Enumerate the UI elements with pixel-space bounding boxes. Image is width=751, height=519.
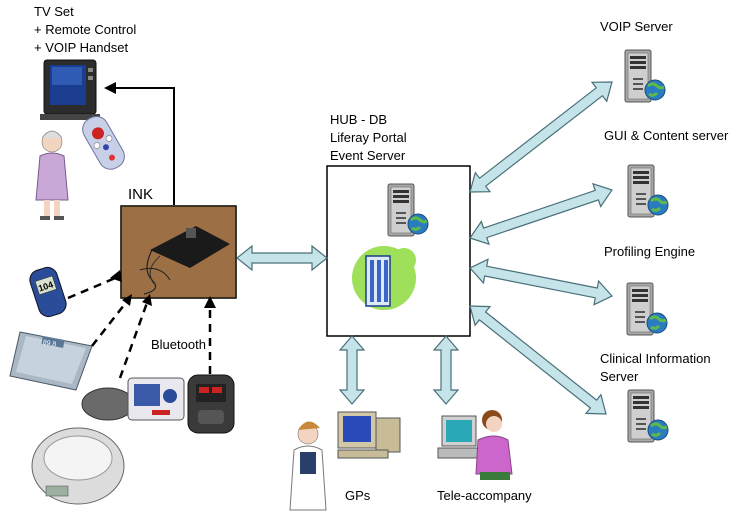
gui-content-server-icon [626, 163, 670, 219]
hub-clinical-arrow-shape [469, 305, 607, 415]
ink-label: INK [128, 186, 153, 203]
gui-content-server-label: GUI & Content server [604, 128, 729, 143]
hub-label: HUB - DB Liferay Portal Event Server [330, 112, 407, 163]
hub-gui-arrow-shape [469, 182, 613, 246]
pulse-oximeter-icon [187, 374, 235, 434]
hub-label-line1: HUB - DB [330, 112, 387, 127]
hub-label-line2: Liferay Portal [330, 130, 407, 145]
tele-accompany-label: Tele-accompany [437, 488, 532, 503]
bluetooth-label: Bluetooth [151, 337, 206, 352]
kitchen-scale-icon [31, 427, 125, 505]
bp-link-head [142, 294, 152, 306]
tv-label-line1: TV Set [34, 4, 74, 19]
tv-label-line3: + VOIP Handset [34, 40, 128, 55]
clinical-label-line2: Server [600, 369, 639, 384]
ink-to-tv-arrow [104, 82, 175, 205]
clinical-label-line1: Clinical Information [600, 351, 711, 366]
tv-label: TV Set + Remote Control + VOIP Handset [34, 4, 136, 55]
profiling-engine-label: Profiling Engine [604, 244, 695, 259]
hub-gps-arrow [338, 335, 366, 405]
clinical-information-server-icon [626, 388, 670, 444]
tv-label-line2: + Remote Control [34, 22, 136, 37]
hub-voip-arrow-shape [469, 81, 613, 193]
ink-hub-arrow [236, 244, 328, 272]
blood-pressure-monitor-icon [81, 377, 185, 421]
scale-link-head [122, 294, 132, 306]
scale-link [91, 299, 129, 347]
bp-link [118, 299, 150, 379]
weighing-scale-icon: 89.8 [9, 331, 93, 391]
oximeter-link-head [204, 296, 216, 308]
hub-label-line3: Event Server [330, 148, 406, 163]
glucose-meter-icon: 104 [29, 266, 67, 318]
gps-label: GPs [345, 488, 371, 503]
hub-database-icon [352, 246, 416, 310]
tv-icon [40, 59, 100, 120]
server-arrows [469, 81, 613, 415]
scale-display: 89.8 [42, 339, 57, 348]
remote-control-icon [82, 116, 125, 170]
hub-profiling-arrow-shape [469, 258, 613, 306]
glucose-link-head [110, 270, 122, 282]
gp-doctor-icon [289, 421, 327, 511]
device-links [67, 274, 212, 379]
voip-server-icon [623, 48, 667, 104]
glucose-link [67, 274, 121, 300]
profiling-engine-icon [625, 281, 669, 337]
glucose-display: 104 [37, 279, 54, 293]
hub-tele-arrow [432, 335, 460, 405]
ink-device-photo [120, 205, 237, 299]
gp-computer-icon [337, 411, 401, 459]
elderly-person-icon [35, 130, 69, 220]
voip-server-label: VOIP Server [600, 19, 673, 34]
tele-operator-icon [437, 410, 513, 480]
hub-voip-arrow [0, 0, 15, 12]
clinical-information-server-label: Clinical Information Server [600, 351, 711, 384]
